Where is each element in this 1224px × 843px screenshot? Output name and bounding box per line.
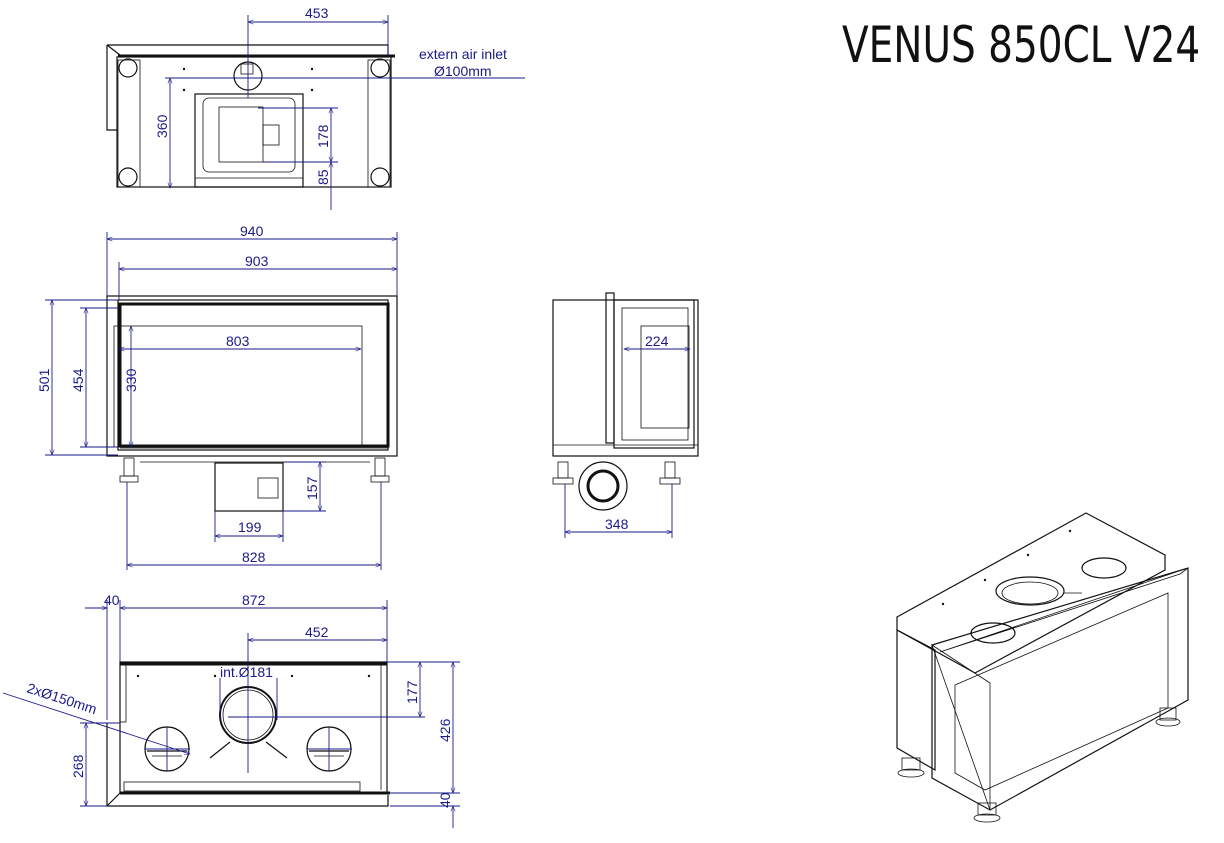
bottom-view <box>106 661 390 807</box>
front-view <box>106 295 398 512</box>
dim-178: 178 <box>315 124 331 148</box>
dim-177: 177 <box>404 680 420 704</box>
side-view-dimensions: 224 348 <box>564 333 691 538</box>
top-view <box>106 44 395 188</box>
dim-452: 452 <box>305 624 329 640</box>
dim-828: 828 <box>242 549 266 565</box>
side-view <box>552 292 699 511</box>
dim-501: 501 <box>36 368 52 392</box>
dim-224: 224 <box>645 333 669 349</box>
dim-453: 453 <box>305 5 329 21</box>
dim-872: 872 <box>242 592 266 608</box>
drawing-title: VENUS 850CL V24 <box>842 15 1200 74</box>
inlet-label: extern air inlet <box>419 46 507 62</box>
dim-199: 199 <box>238 519 262 535</box>
isometric-view <box>896 512 1189 823</box>
dim-40-left: 40 <box>104 592 120 608</box>
dim-348: 348 <box>605 516 629 532</box>
top-view-dimensions: 453 extern air inlet Ø100mm 360 178 85 <box>154 5 525 210</box>
dim-157: 157 <box>304 476 320 500</box>
flue-diameter-label: int.Ø181 <box>220 664 273 680</box>
bottom-view-dimensions: 40 872 452 int.Ø181 2xØ150mm 177 426 40 … <box>2 592 460 828</box>
dim-330: 330 <box>123 368 139 392</box>
front-view-dimensions: 940 903 501 454 330 803 157 199 828 <box>36 223 398 570</box>
dim-940: 940 <box>240 223 264 239</box>
inlet-diameter: Ø100mm <box>434 63 492 79</box>
dim-360: 360 <box>154 114 170 138</box>
dim-426: 426 <box>437 718 453 742</box>
dim-803: 803 <box>226 333 250 349</box>
dim-903: 903 <box>245 253 269 269</box>
dim-268: 268 <box>70 754 86 778</box>
dim-40-bottom: 40 <box>437 792 453 808</box>
dim-85: 85 <box>315 169 331 185</box>
side-outlets-label: 2xØ150mm <box>25 680 99 718</box>
dim-454: 454 <box>70 368 86 392</box>
